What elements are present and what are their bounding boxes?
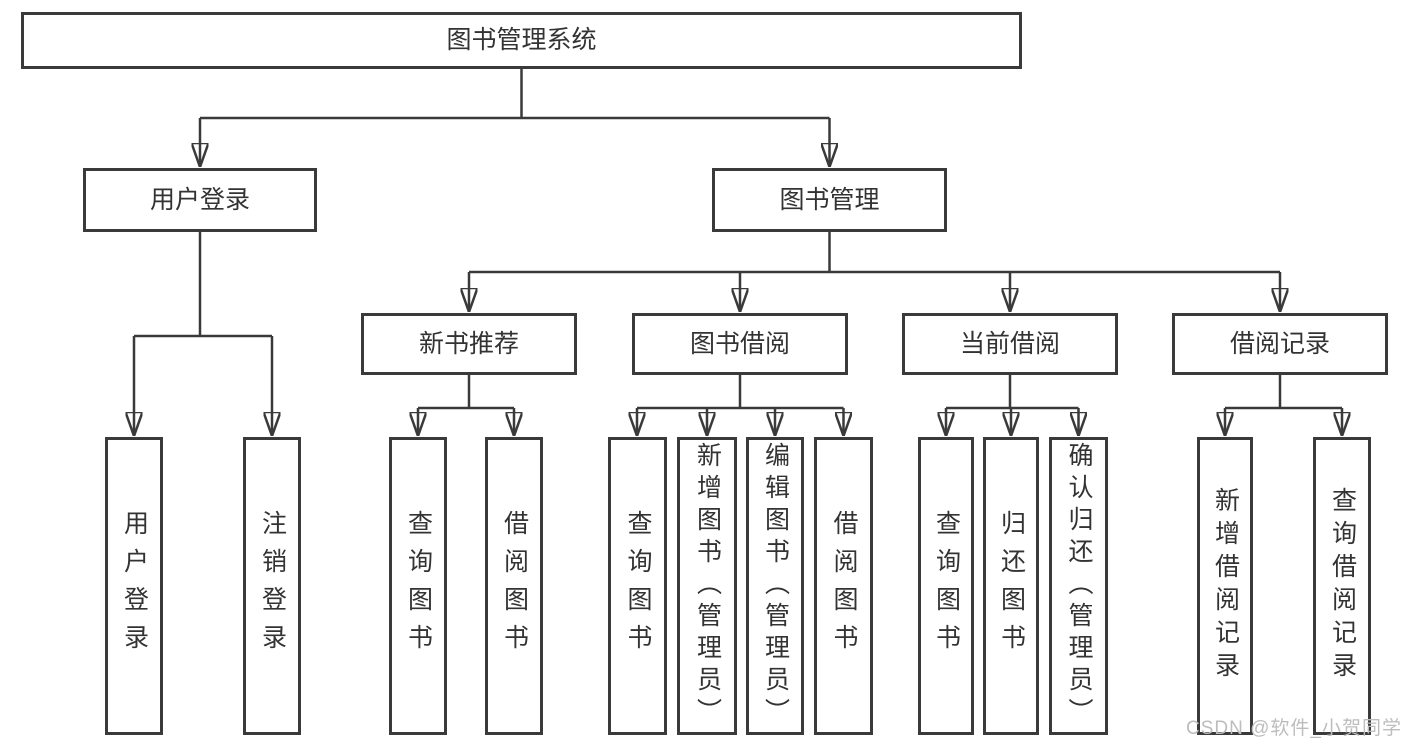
node-book-borrowing: 图书借阅 (632, 313, 848, 375)
node-label: 新增借阅记录 (1211, 487, 1240, 685)
node-label: 确认归还（管理员） (1065, 442, 1093, 730)
node-label: 借阅图书 (500, 510, 529, 662)
node-label: 新书推荐 (418, 329, 519, 358)
leaf-user-login: 用户登录 (105, 437, 163, 735)
node-label: 注销登录 (258, 510, 287, 662)
csdn-watermark: CSDN @软件_小贺同学 (1186, 718, 1402, 739)
leaf-current-query-books: 查询图书 (918, 437, 974, 735)
node-label: 图书管理系统 (446, 26, 597, 54)
node-label: 查询图书 (624, 510, 652, 662)
node-current-borrowing: 当前借阅 (902, 313, 1118, 375)
node-user-login: 用户登录 (83, 168, 317, 232)
leaf-borrowing-borrow-books: 借阅图书 (814, 437, 873, 735)
node-book-management: 图书管理 (712, 168, 947, 232)
node-label: 用户登录 (149, 185, 250, 214)
leaf-borrowing-edit-books-admin: 编辑图书（管理员） (746, 437, 804, 735)
node-label: 图书管理 (779, 185, 880, 214)
leaf-records-add-borrow-record: 新增借阅记录 (1197, 437, 1253, 735)
leaf-records-query-borrow-record: 查询借阅记录 (1313, 437, 1371, 735)
node-new-book-recommendation: 新书推荐 (361, 313, 577, 375)
node-label: 查询图书 (404, 510, 433, 662)
node-label: 当前借阅 (959, 329, 1060, 358)
leaf-borrowing-query-books: 查询图书 (608, 437, 667, 735)
node-label: 图书借阅 (689, 329, 790, 358)
leaf-current-confirm-return-admin: 确认归还（管理员） (1049, 437, 1108, 735)
node-label: 借阅图书 (830, 510, 858, 662)
node-label: 新增图书（管理员） (693, 442, 722, 730)
node-borrowing-records: 借阅记录 (1172, 313, 1388, 375)
leaf-logout: 注销登录 (243, 437, 301, 735)
node-label: 借阅记录 (1229, 329, 1330, 358)
leaf-current-return-books: 归还图书 (983, 437, 1039, 735)
node-label: 查询借阅记录 (1328, 487, 1357, 685)
node-library-management-system: 图书管理系统 (21, 12, 1022, 69)
node-label: 用户登录 (120, 510, 149, 662)
node-label: 编辑图书（管理员） (761, 442, 790, 730)
node-label: 归还图书 (997, 510, 1026, 662)
leaf-recommend-query-books: 查询图书 (389, 437, 447, 735)
leaf-borrowing-add-books-admin: 新增图书（管理员） (677, 437, 737, 735)
node-label: 查询图书 (932, 510, 961, 662)
leaf-recommend-borrow-books: 借阅图书 (485, 437, 543, 735)
